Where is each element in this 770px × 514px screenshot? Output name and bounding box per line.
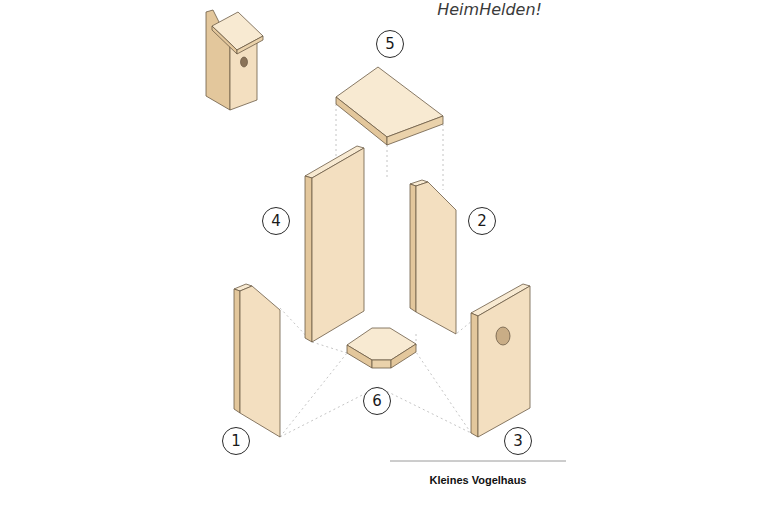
guide-line bbox=[443, 124, 444, 190]
entry-hole bbox=[496, 327, 510, 345]
roof-panel bbox=[336, 67, 443, 145]
callout-number: 6 bbox=[372, 394, 382, 409]
side-panel bbox=[234, 284, 280, 437]
watermark: HeimHelden! bbox=[437, 0, 542, 19]
callout-number: 3 bbox=[513, 434, 523, 449]
callout-circle: 1 bbox=[222, 427, 250, 455]
callout-number: 4 bbox=[271, 214, 281, 229]
panel-edge bbox=[305, 176, 312, 342]
side-panel bbox=[410, 180, 456, 334]
entry-hole bbox=[241, 57, 248, 67]
back-panel bbox=[305, 146, 364, 342]
callout-number: 5 bbox=[385, 37, 395, 52]
guide-line bbox=[387, 145, 388, 178]
callout-number: 2 bbox=[477, 214, 487, 229]
floor-edge bbox=[347, 345, 372, 368]
caption-rule bbox=[390, 461, 566, 462]
roof-edge bbox=[237, 36, 263, 54]
assembled-birdhouse bbox=[206, 10, 263, 110]
front-panel bbox=[471, 284, 530, 437]
floor-edge bbox=[391, 344, 416, 368]
callout-circle: 6 bbox=[363, 387, 391, 415]
callout-circle: 5 bbox=[376, 30, 404, 58]
floor-panel bbox=[347, 328, 416, 368]
panel-edge bbox=[471, 313, 478, 437]
panel-face bbox=[240, 286, 280, 437]
guide-line bbox=[378, 387, 471, 433]
callout-circle: 4 bbox=[262, 207, 290, 235]
callout-circle: 3 bbox=[504, 427, 532, 455]
guide-line bbox=[416, 352, 471, 433]
guide-lines bbox=[280, 104, 478, 437]
callout-number: 1 bbox=[231, 434, 241, 449]
panel-face bbox=[478, 286, 530, 437]
roof-edge bbox=[212, 26, 237, 54]
guide-line bbox=[280, 353, 347, 437]
panel-edge bbox=[410, 184, 416, 312]
guide-line bbox=[312, 342, 347, 353]
roof-edge bbox=[387, 116, 443, 145]
panel-face bbox=[416, 182, 456, 334]
panel-edge bbox=[234, 289, 240, 413]
caption: Kleines Vogelhaus bbox=[430, 474, 527, 486]
panel-face bbox=[312, 148, 364, 342]
callout-circle: 2 bbox=[468, 207, 496, 235]
roof-edge bbox=[336, 97, 387, 145]
floor-edge bbox=[372, 360, 391, 368]
